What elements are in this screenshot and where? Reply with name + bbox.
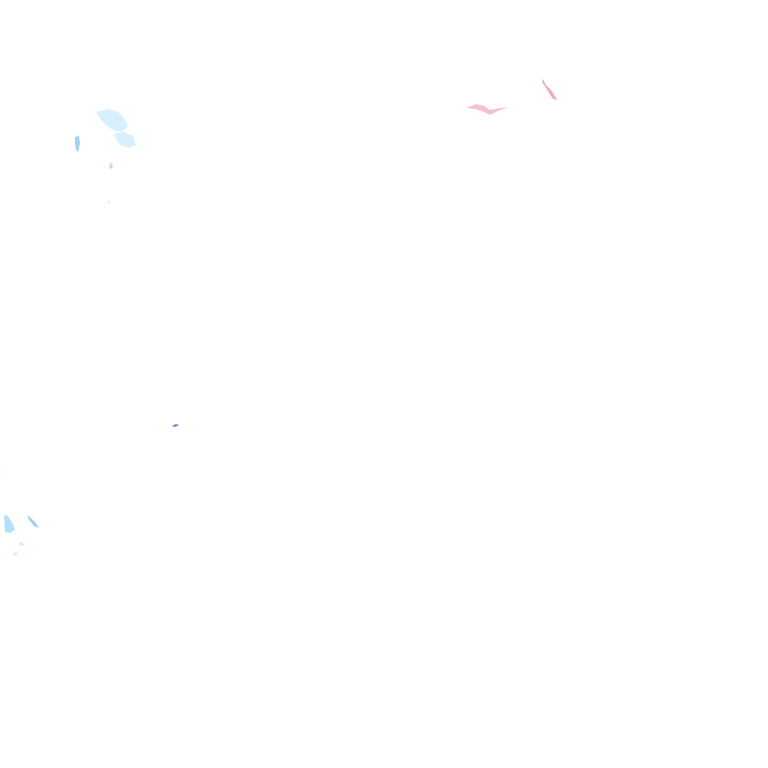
blue-speckle xyxy=(172,424,179,427)
blue-speckle xyxy=(75,136,80,152)
blue-speckle xyxy=(5,471,7,473)
blue-speckle xyxy=(109,163,113,169)
pink-speckle xyxy=(542,79,557,100)
pink-speckle xyxy=(466,104,508,115)
blue-speckle xyxy=(13,552,18,556)
blue-speckle xyxy=(27,515,39,528)
pink-speckle-cluster-top-right xyxy=(466,79,557,115)
blue-speckle xyxy=(108,201,110,203)
blue-speckle-cluster-bottom-left xyxy=(4,471,39,556)
blue-speckle xyxy=(19,542,24,546)
blue-speckle xyxy=(96,109,128,132)
blue-speckle xyxy=(114,132,136,148)
blue-speckle-cluster-top-left xyxy=(75,109,136,203)
blue-speckle-mid-left xyxy=(172,424,179,427)
blue-speckle xyxy=(4,515,15,533)
